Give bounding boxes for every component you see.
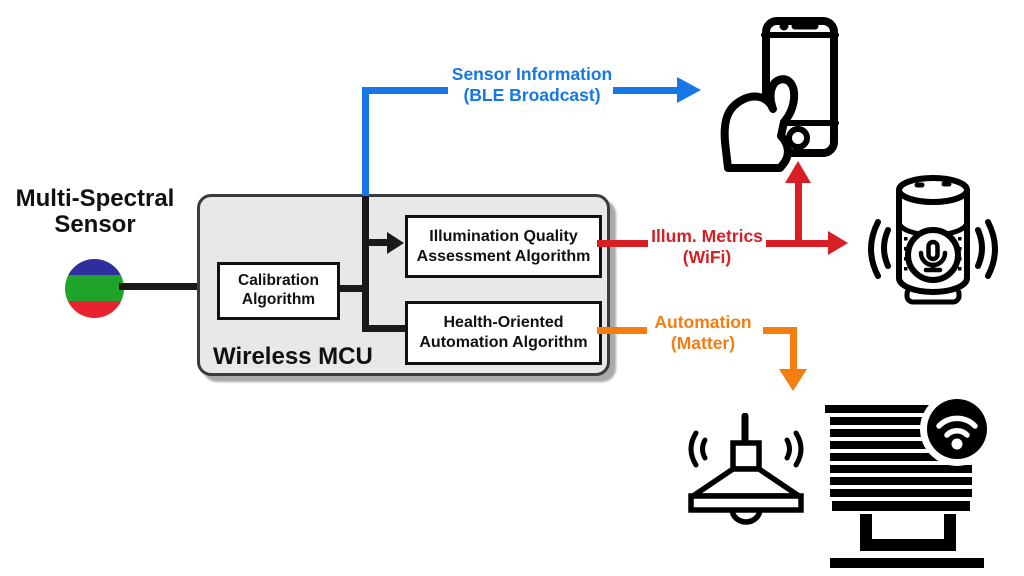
calibration-out-line bbox=[334, 285, 366, 292]
calibration-line1: Calibration bbox=[238, 272, 319, 290]
ble-label-line2: (BLE Broadcast) bbox=[463, 85, 601, 105]
pendant-lamp-icon bbox=[688, 413, 804, 525]
wifi-horizontal-line-1 bbox=[597, 240, 648, 247]
illumination-line1: Illumination Quality bbox=[429, 227, 578, 245]
ble-arrowhead-icon bbox=[677, 77, 701, 103]
health-automation-box: Health-Oriented Automation Algorithm bbox=[405, 301, 602, 365]
wireless-mcu-label: Wireless MCU bbox=[213, 343, 373, 370]
bus-to-illumination-line bbox=[369, 239, 387, 246]
illumination-line2: Assessment Algorithm bbox=[416, 247, 591, 265]
matter-arrowhead-down-icon bbox=[779, 369, 807, 391]
wifi-arrowhead-up-icon bbox=[785, 161, 811, 183]
matter-horizontal-line-1 bbox=[597, 327, 647, 334]
smart-blinds-wifi-icon bbox=[825, 392, 994, 568]
ble-label-line1: Sensor Information bbox=[451, 64, 613, 84]
ble-horizontal-line-2 bbox=[613, 87, 677, 94]
smart-speaker-icon bbox=[868, 175, 998, 305]
bus-to-illumination-arrowhead-icon bbox=[387, 232, 404, 254]
rgb-sensor-dot-icon bbox=[65, 259, 124, 318]
ble-vertical-line bbox=[362, 87, 369, 196]
wifi-vertical-line bbox=[795, 183, 802, 240]
matter-horizontal-line-2 bbox=[763, 327, 797, 334]
illumination-quality-box: Illumination Quality Assessment Algorith… bbox=[405, 215, 602, 278]
wifi-arrowhead-right-icon bbox=[828, 231, 848, 255]
matter-label-line2: (Matter) bbox=[670, 333, 736, 353]
health-line2: Automation Algorithm bbox=[419, 334, 588, 351]
wifi-horizontal-line-2 bbox=[766, 240, 828, 247]
sensor-title: Multi-Spectral Sensor bbox=[8, 186, 182, 238]
bus-to-health-line bbox=[369, 325, 406, 332]
matter-label-line1: Automation bbox=[654, 312, 752, 332]
ble-horizontal-line-1 bbox=[362, 87, 448, 94]
sensor-title-line1: Multi-Spectral bbox=[15, 185, 175, 212]
matter-vertical-line bbox=[790, 327, 797, 369]
wifi-link-label: Illum. Metrics (WiFi) bbox=[645, 226, 769, 268]
mcu-vertical-bus-line bbox=[362, 196, 369, 332]
wifi-label-line1: Illum. Metrics bbox=[651, 226, 763, 246]
matter-link-label: Automation (Matter) bbox=[641, 312, 765, 354]
ble-link-label: Sensor Information (BLE Broadcast) bbox=[449, 64, 615, 106]
wifi-label-line2: (WiFi) bbox=[682, 247, 732, 267]
hand-holding-smartphone-icon bbox=[720, 17, 839, 172]
sensor-to-mcu-line bbox=[119, 283, 203, 290]
sensor-title-line2: Sensor bbox=[54, 210, 136, 238]
health-line1: Health-Oriented bbox=[443, 314, 564, 332]
calibration-algorithm-box: Calibration Algorithm bbox=[217, 262, 340, 320]
calibration-line2: Algorithm bbox=[241, 291, 316, 308]
